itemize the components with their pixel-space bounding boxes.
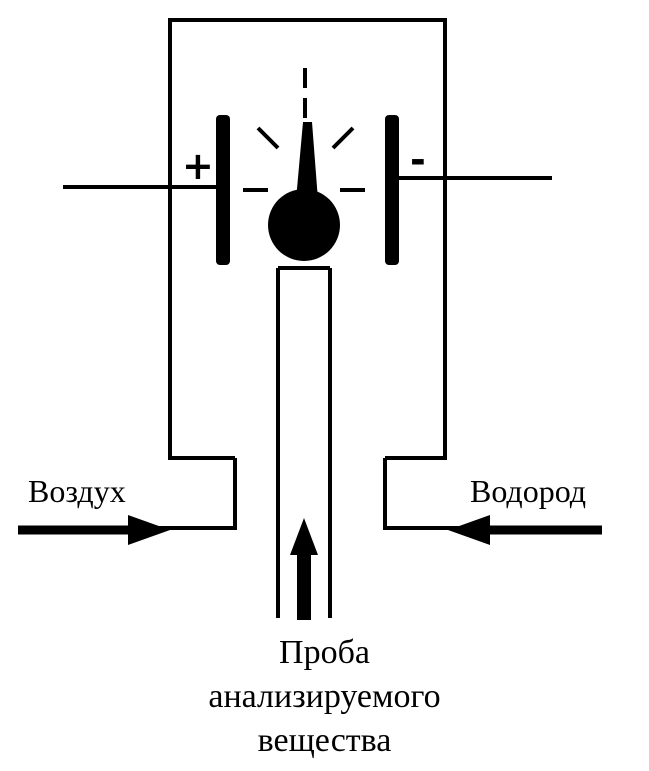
flame-glow-rays [243,68,365,192]
negative-sign: - [410,138,426,182]
hydrogen-inflow-arrowhead [448,515,490,545]
positive-sign: + [182,144,214,188]
sample-label-line-1: Проба [279,634,370,671]
burner-tube [276,266,332,618]
hydrogen-inlet-pipe [383,458,470,530]
detector-housing [168,18,447,460]
air-label: Воздух [28,473,126,509]
air-inflow-arrowhead [128,515,170,545]
positive-electrode [216,115,230,265]
flame-core [268,189,340,261]
sample-arrow-head [290,518,318,555]
sample-arrow-shaft [297,548,311,620]
sample-label-line-3: вещества [257,722,392,759]
sample-label-line-2: анализируемого [208,678,441,715]
flame-tip [296,122,318,200]
hydrogen-label: Водород [470,473,587,509]
negative-electrode [385,115,399,265]
air-inlet-pipe [145,458,237,530]
